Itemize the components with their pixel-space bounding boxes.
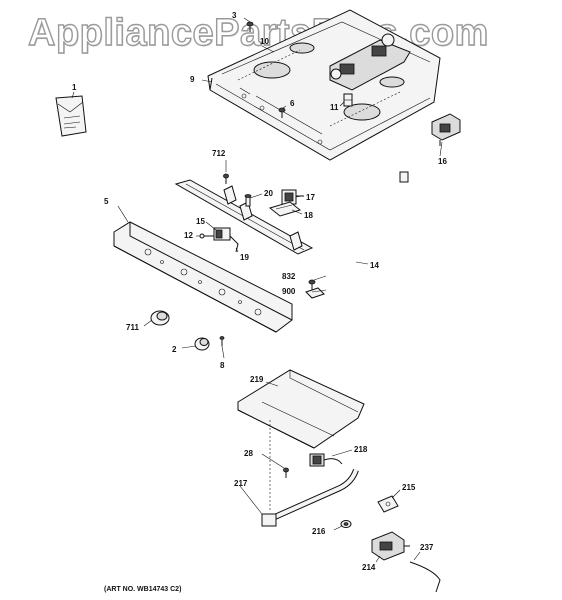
part-screw-6[interactable] [278, 107, 286, 118]
art-number: (ART NO. WB14743 C2) [104, 586, 182, 593]
part-manifold-assembly[interactable] [329, 33, 411, 91]
part-nut-216[interactable] [340, 520, 352, 528]
label-832: 832 [282, 272, 296, 281]
part-valve-15[interactable] [213, 227, 231, 241]
label-712: 712 [212, 149, 226, 158]
label-216: 216 [312, 527, 326, 536]
part-burner-base-tray[interactable] [207, 9, 441, 161]
part-screw-712[interactable] [223, 173, 229, 184]
part-labels: 3 10 9 6 11 1 16 712 20 17 18 15 12 19 5… [72, 11, 447, 572]
part-switch-17[interactable] [281, 189, 304, 205]
part-manifold-rail[interactable] [174, 179, 314, 255]
label-11: 11 [330, 103, 339, 112]
label-3: 3 [232, 11, 237, 20]
part-screw-8[interactable] [219, 336, 225, 347]
label-217: 217 [234, 479, 248, 488]
label-237: 237 [420, 543, 434, 552]
label-28: 28 [244, 449, 253, 458]
part-control-panel[interactable] [113, 221, 293, 333]
label-215: 215 [402, 483, 416, 492]
part-oven-burner[interactable] [261, 420, 359, 527]
part-knob-711[interactable] [150, 310, 170, 326]
label-12: 12 [184, 231, 193, 240]
label-8: 8 [220, 361, 225, 370]
label-711: 711 [126, 323, 139, 332]
label-5: 5 [104, 197, 109, 206]
part-bracket-215[interactable] [377, 495, 399, 513]
part-bracket-18[interactable] [268, 201, 302, 217]
part-oven-valve[interactable] [371, 531, 410, 561]
part-screw-3[interactable] [246, 21, 254, 32]
part-literature-envelope[interactable] [55, 95, 87, 137]
part-knob-2[interactable] [194, 337, 210, 351]
label-19: 19 [240, 253, 249, 262]
leader-lines [71, 17, 443, 563]
part-oven-igniter[interactable] [309, 453, 343, 467]
label-6: 6 [290, 99, 295, 108]
label-9: 9 [190, 75, 195, 84]
label-1: 1 [72, 83, 77, 92]
part-gas-tube[interactable] [299, 171, 409, 270]
part-bracket-11[interactable] [343, 93, 353, 107]
part-igniter-switch[interactable] [431, 113, 461, 146]
label-20: 20 [264, 189, 273, 198]
label-214: 214 [362, 563, 376, 572]
label-218: 218 [354, 445, 368, 454]
part-screw-28[interactable] [283, 467, 289, 478]
part-tube-237[interactable] [409, 561, 441, 593]
label-900: 900 [282, 287, 296, 296]
label-15: 15 [196, 217, 205, 226]
label-10: 10 [260, 37, 269, 46]
label-18: 18 [304, 211, 313, 220]
part-clip-900[interactable] [305, 287, 325, 299]
part-valve-stem-12[interactable] [199, 233, 214, 239]
label-219: 219 [250, 375, 264, 384]
part-screw-832[interactable] [308, 279, 316, 290]
label-2: 2 [172, 345, 177, 354]
part-heat-shield[interactable] [237, 369, 365, 449]
label-16: 16 [438, 157, 447, 166]
part-screw-20[interactable] [244, 194, 252, 207]
label-17: 17 [306, 193, 315, 202]
label-14: 14 [370, 261, 379, 270]
